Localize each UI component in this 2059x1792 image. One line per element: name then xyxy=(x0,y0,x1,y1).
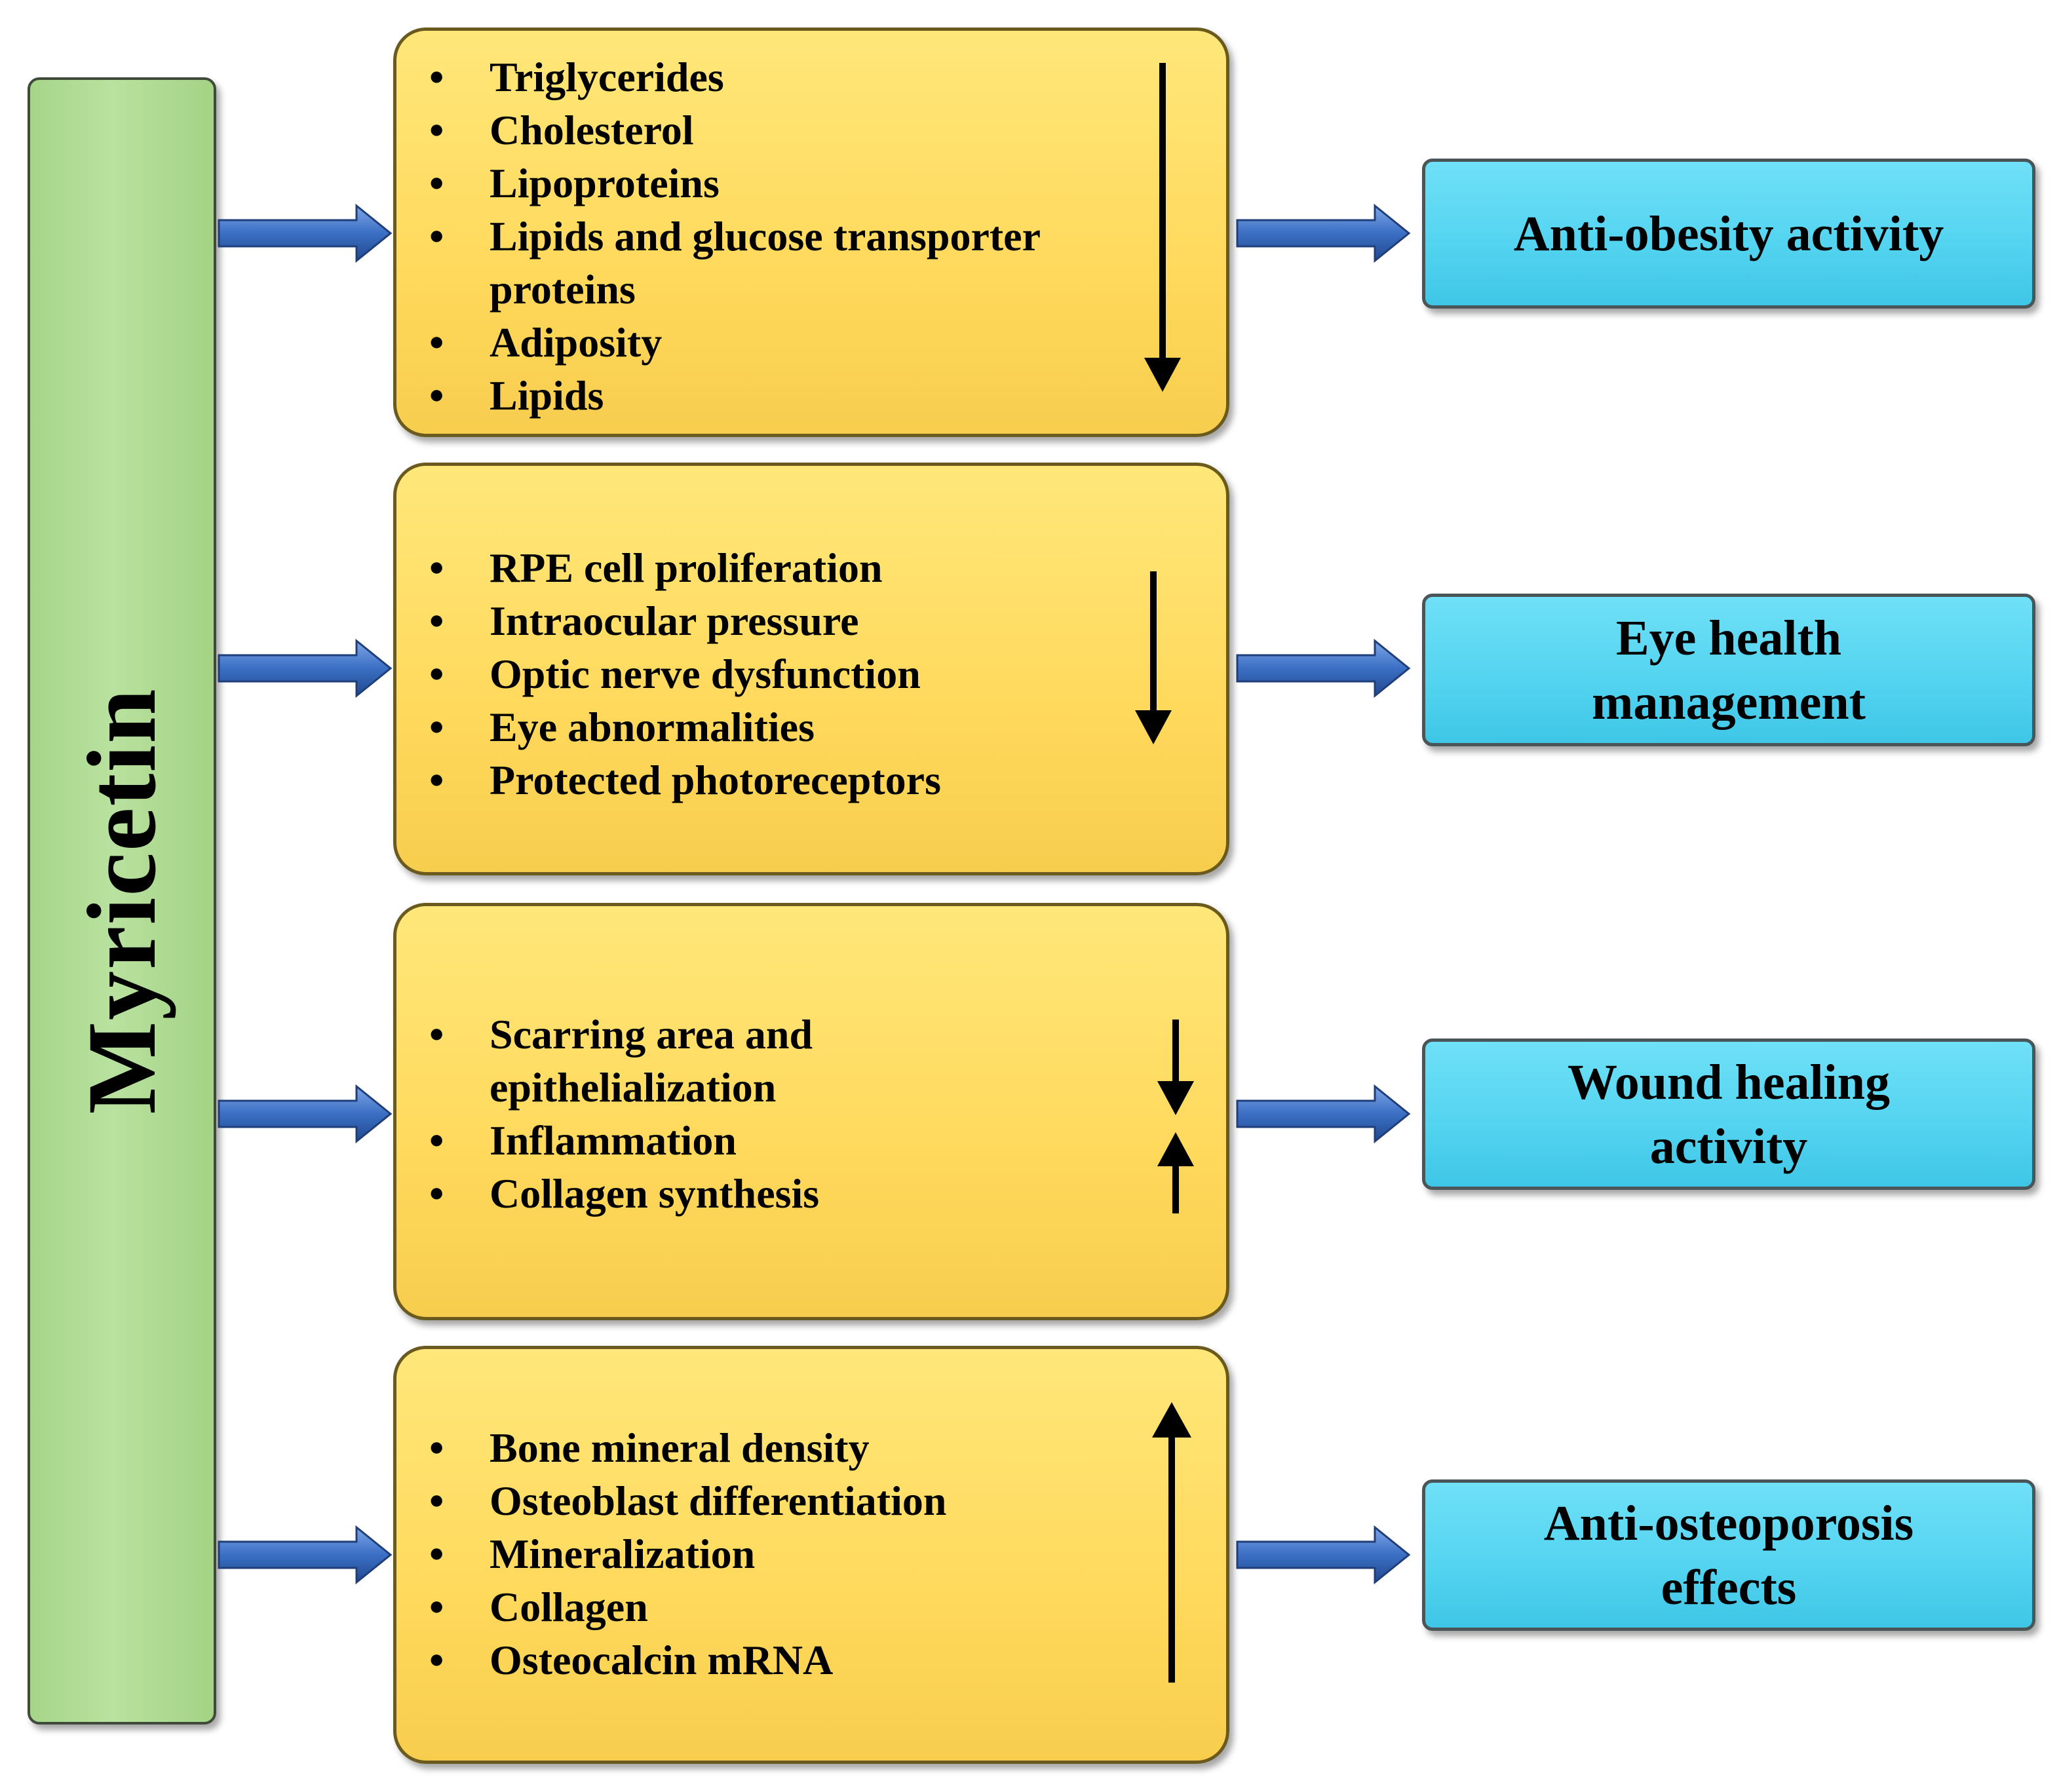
connector-arrow-right-icon xyxy=(218,203,393,263)
effect-item: Intraocular pressure xyxy=(429,594,941,647)
effect-item: Inflammation xyxy=(429,1114,883,1167)
outcome-label: Wound healing activity xyxy=(1567,1054,1891,1174)
effect-item: Mineralization xyxy=(429,1527,946,1580)
connector-arrow-right-icon xyxy=(1236,1525,1411,1585)
effects-list-eye: RPE cell proliferation Intraocular press… xyxy=(429,541,941,807)
trend-arrow-down-icon xyxy=(1135,571,1172,744)
connector-arrow-right-icon xyxy=(218,638,393,698)
effects-list-osteoporosis: Bone mineral density Osteoblast differen… xyxy=(429,1421,946,1687)
effect-item: Scarring area and epithelialization xyxy=(429,1008,883,1114)
effects-box-wound: Scarring area and epithelialization Infl… xyxy=(393,903,1229,1320)
trend-arrow-down-icon xyxy=(1144,63,1181,392)
effect-item: Collagen xyxy=(429,1580,946,1633)
effect-item: Protected photoreceptors xyxy=(429,753,941,807)
effect-item: Adiposity xyxy=(429,316,1145,369)
outcome-box-osteoporosis: Anti-osteoporosis effects xyxy=(1422,1479,2035,1631)
effect-item: Bone mineral density xyxy=(429,1421,946,1474)
connector-arrow-right-icon xyxy=(218,1084,393,1144)
effect-item: Collagen synthesis xyxy=(429,1167,883,1220)
effects-list-obesity: Triglycerides Cholesterol Lipoproteins L… xyxy=(429,50,1145,422)
trend-arrow-up-icon xyxy=(1152,1402,1191,1683)
connector-arrow-right-icon xyxy=(218,1525,393,1585)
effects-list-wound: Scarring area and epithelialization Infl… xyxy=(429,1008,883,1220)
effect-item: Triglycerides xyxy=(429,50,1145,104)
effect-item: Osteocalcin mRNA xyxy=(429,1633,946,1687)
effect-item: Lipids xyxy=(429,369,1145,422)
effect-item: RPE cell proliferation xyxy=(429,541,941,594)
connector-arrow-right-icon xyxy=(1236,1084,1411,1144)
effect-item: Eye abnormalities xyxy=(429,700,941,753)
effect-item: Optic nerve dysfunction xyxy=(429,647,941,700)
connector-arrow-right-icon xyxy=(1236,203,1411,263)
effects-box-eye: RPE cell proliferation Intraocular press… xyxy=(393,463,1229,875)
effect-item: Cholesterol xyxy=(429,104,1145,157)
outcome-label: Anti-obesity activity xyxy=(1513,206,1944,261)
root-node: Myricetin xyxy=(28,77,216,1725)
outcome-box-obesity: Anti-obesity activity xyxy=(1422,159,2035,309)
outcome-box-wound: Wound healing activity xyxy=(1422,1039,2035,1190)
effects-box-osteoporosis: Bone mineral density Osteoblast differen… xyxy=(393,1346,1229,1764)
effect-item: Lipids and glucose transporter proteins xyxy=(429,210,1145,316)
trend-arrow-down-icon xyxy=(1157,1020,1194,1115)
outcome-label: Anti-osteoporosis effects xyxy=(1543,1495,1914,1615)
outcome-label: Eye health management xyxy=(1592,610,1866,730)
outcome-box-eye: Eye health management xyxy=(1422,594,2035,746)
connector-arrow-right-icon xyxy=(1236,638,1411,698)
effect-item: Osteoblast differentiation xyxy=(429,1474,946,1527)
effect-item: Lipoproteins xyxy=(429,157,1145,210)
effects-box-obesity: Triglycerides Cholesterol Lipoproteins L… xyxy=(393,28,1229,437)
trend-arrow-up-icon xyxy=(1157,1132,1194,1213)
